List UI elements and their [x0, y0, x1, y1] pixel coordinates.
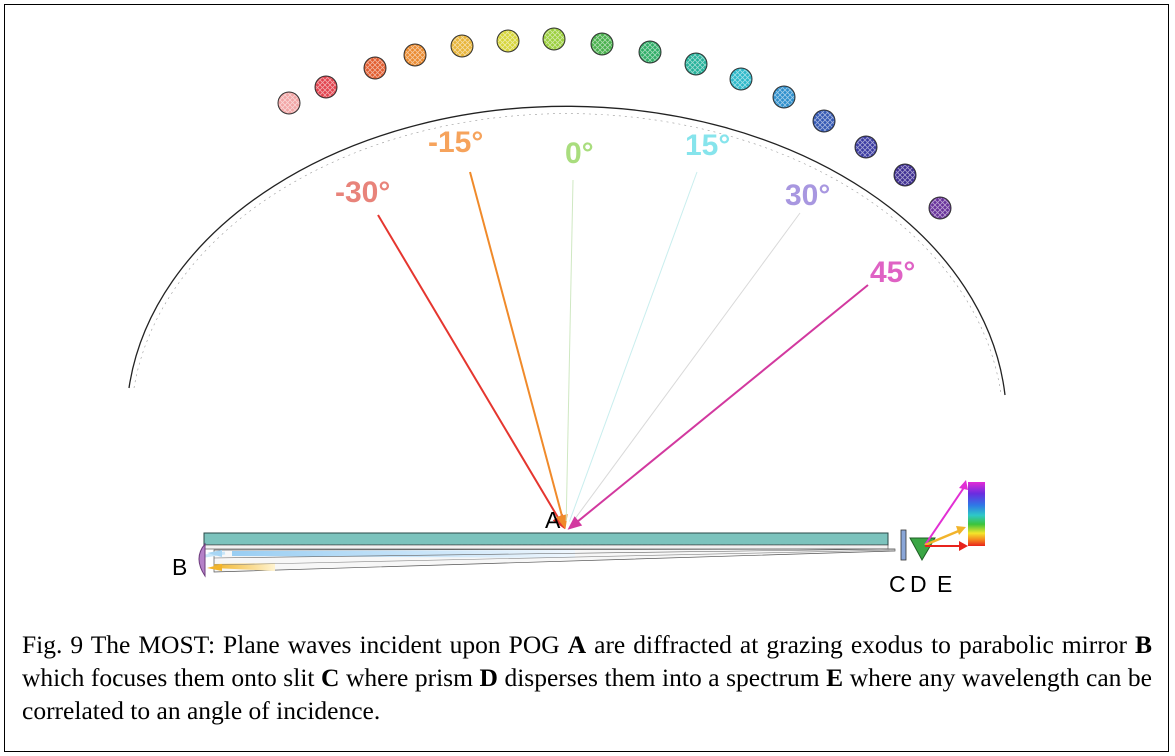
caption-text-6: where any wavelength can be correlated t…	[22, 663, 1152, 725]
caption-text-4: where prism	[339, 663, 480, 692]
sphere-mesh-15	[930, 198, 950, 218]
sphere-mesh-10	[731, 69, 751, 89]
sphere-mesh-11	[774, 87, 794, 107]
sphere-mesh-0	[279, 93, 299, 113]
sphere-mesh-14	[895, 165, 915, 185]
sphere-mesh-9	[686, 54, 706, 74]
ray-0	[377, 214, 562, 523]
label-e: E	[937, 571, 952, 597]
ray-arrowhead-5	[567, 516, 583, 530]
ray-5	[573, 284, 869, 526]
sphere-mesh-5	[498, 31, 518, 51]
parabolic-mirror-b	[198, 542, 206, 578]
detector-spheres	[277, 27, 952, 220]
sphere-mesh-3	[405, 45, 425, 65]
caption-text-3: which focuses them onto slit	[22, 663, 322, 692]
caption-c: C	[321, 663, 340, 692]
aperture-arc	[128, 105, 1006, 396]
label-c: C	[889, 571, 906, 597]
label-b: B	[172, 554, 187, 580]
sphere-mesh-1	[316, 77, 336, 97]
figure-caption: Fig. 9 The MOST: Plane waves incident up…	[22, 628, 1152, 727]
sphere-mesh-13	[856, 137, 876, 157]
figure-frame	[4, 4, 1169, 752]
caption-a: A	[567, 630, 587, 659]
diffracted-beam	[204, 548, 896, 573]
slit-c	[900, 529, 907, 561]
angle-label-3: 15°	[685, 129, 730, 162]
sphere-mesh-12	[814, 111, 834, 131]
angle-label-1: -15°	[428, 126, 483, 159]
label-a: A	[545, 507, 561, 533]
incident-rays	[377, 171, 869, 530]
label-d: D	[910, 571, 927, 597]
angle-label-0: -30°	[335, 176, 390, 209]
dispersed-rays	[924, 480, 968, 551]
ray-arrowhead-1	[556, 513, 568, 530]
most-diagram: -30° -15° 0° 15° 30° 45° A B C D E	[128, 27, 1006, 597]
caption-b: B	[1134, 630, 1152, 659]
ray-1	[469, 171, 565, 522]
sphere-mesh-6	[544, 29, 564, 49]
ray-3	[568, 171, 698, 522]
caption-text-2: are diffracted at grazing exodus to para…	[586, 630, 1135, 659]
angle-label-4: 30°	[785, 179, 830, 212]
sphere-mesh-8	[640, 42, 660, 62]
angle-label-2: 0°	[565, 137, 594, 170]
sphere-mesh-7	[592, 34, 612, 54]
sphere-mesh-2	[365, 58, 385, 78]
caption-prefix: Fig. 9 The MOST: Plane waves incident up…	[22, 630, 568, 659]
sphere-mesh-4	[452, 36, 472, 56]
grating-a	[203, 532, 889, 546]
angle-label-5: 45°	[870, 256, 915, 289]
grating-base	[203, 544, 889, 550]
caption-e: E	[826, 663, 844, 692]
ray-2	[565, 179, 574, 522]
spectrum-e	[968, 482, 985, 546]
caption-text-5: disperses them into a spectrum	[497, 663, 827, 692]
ray-4	[571, 212, 801, 524]
aperture-arc-inner	[133, 113, 1002, 396]
caption-d: D	[479, 663, 498, 692]
angle-labels: -30° -15° 0° 15° 30° 45°	[335, 126, 915, 289]
